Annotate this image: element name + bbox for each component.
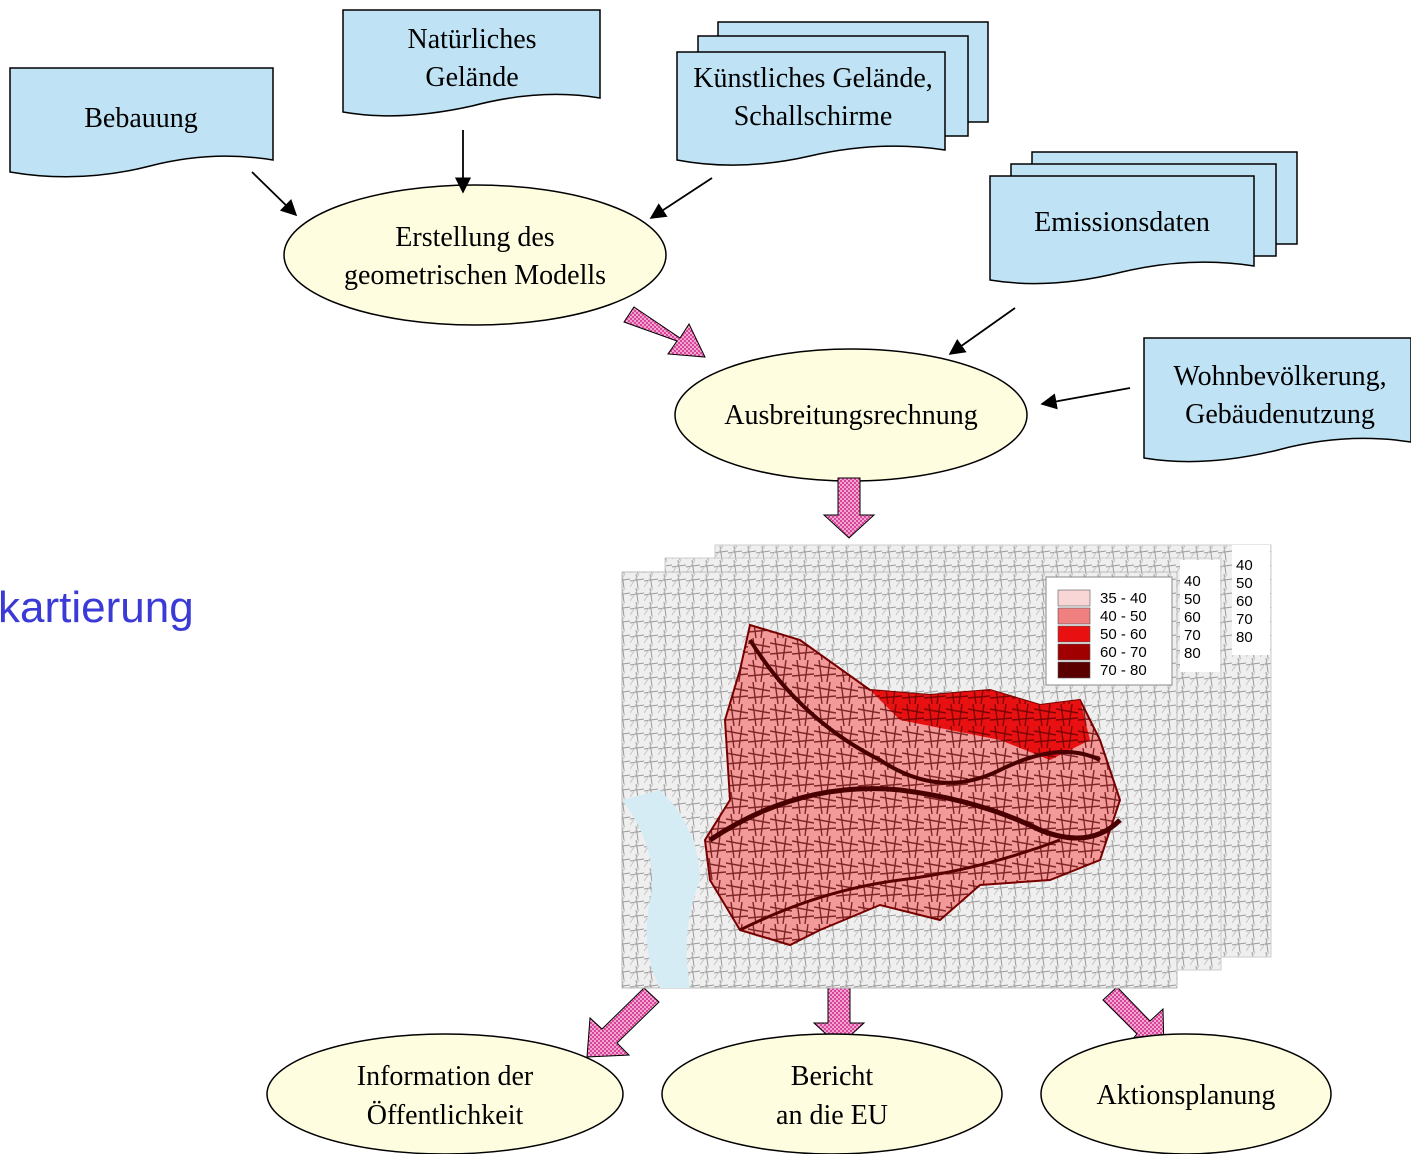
legend-label: 40 - 50 <box>1100 608 1147 625</box>
map-main-road <box>708 786 1122 843</box>
arrow-kuenstliches-to-erstellung <box>649 177 713 219</box>
page-title-fragment: kartierung <box>0 583 194 632</box>
output-label-line2: Öffentlichkeit <box>367 1100 524 1131</box>
document-label-line1: Künstliches Gelände, <box>693 63 933 94</box>
document-shape <box>676 51 946 166</box>
arrow-wohnbevoelkerung-to-ausbreitung <box>1040 387 1131 410</box>
legend-swatch <box>1057 589 1091 607</box>
document-label: Emissionsdaten <box>1034 207 1210 238</box>
map-legend-back-label: 70 <box>1236 611 1253 628</box>
legend-label: 35 - 40 <box>1100 590 1147 607</box>
process-label-line1: Erstellung des <box>395 222 554 253</box>
big-arrow-map-to-aktion <box>1102 986 1165 1052</box>
process-label-line2: geometrischen Modells <box>344 260 606 291</box>
legend-swatch <box>1057 625 1091 643</box>
big-arrow-map-to-information <box>586 987 660 1058</box>
output-label-line1: Bericht <box>791 1061 874 1092</box>
document-shape <box>989 175 1255 285</box>
output-information-oeffentlichkeit: Information der Öffentlichkeit <box>266 1033 624 1154</box>
document-label-line2: Gelände <box>425 62 518 93</box>
document-label-line2: Gebäudenutzung <box>1185 399 1375 430</box>
map-legend-middle-label: 50 <box>1184 591 1201 608</box>
map-legend-back-label: 60 <box>1236 593 1253 610</box>
map-legend-middle-box <box>1180 560 1220 672</box>
legend-swatch <box>1057 661 1091 679</box>
document-natuerliches-gelaende: Natürliches Gelände <box>342 9 601 117</box>
legend-label: 50 - 60 <box>1100 626 1147 643</box>
map-legend-middle-label: 70 <box>1184 627 1201 644</box>
document-bebauung: Bebauung <box>9 67 274 178</box>
map-legend-back-label: 50 <box>1236 575 1253 592</box>
big-arrow-erstellung-to-ausbreitung <box>623 306 706 358</box>
big-arrow-ausbreitung-to-map <box>822 477 876 539</box>
legend-swatch <box>1057 643 1091 661</box>
process-label: Ausbreitungsrechnung <box>724 400 978 431</box>
map-legend-back-label: 80 <box>1236 629 1253 646</box>
process-ausbreitungsrechnung: Ausbreitungsrechnung <box>674 348 1028 482</box>
output-label-line2: an die EU <box>776 1100 888 1131</box>
output-label-line1: Information der <box>357 1061 534 1092</box>
document-shape <box>342 9 601 117</box>
map-main-road <box>739 838 1061 932</box>
output-aktionsplanung: Aktionsplanung <box>1040 1033 1332 1154</box>
output-bericht-eu: Bericht an die EU <box>661 1033 1003 1154</box>
multi-document-emissionsdaten: Emissionsdaten <box>989 151 1298 285</box>
process-erstellung-modell: Erstellung des geometrischen Modells <box>283 184 667 326</box>
map-legend-middle-label: 40 <box>1184 573 1201 590</box>
map-legend-middle-label: 60 <box>1184 609 1201 626</box>
process-ellipse <box>283 184 667 326</box>
map-river <box>622 790 700 988</box>
document-wohnbevoelkerung: Wohnbevölkerung, Gebäudenutzung <box>1143 337 1411 463</box>
map-main-road <box>748 638 1101 785</box>
output-label: Aktionsplanung <box>1097 1080 1276 1111</box>
map-legend-back-box <box>1232 545 1270 655</box>
arrow-emissionsdaten-to-ausbreitung <box>948 307 1016 355</box>
document-shape <box>9 67 274 178</box>
document-label: Bebauung <box>84 103 198 134</box>
output-ellipse <box>661 1033 1003 1154</box>
document-shape <box>1143 337 1411 463</box>
document-label-line1: Natürliches <box>407 24 536 55</box>
map-noise-zone-streets <box>705 625 1120 945</box>
document-label-line2: Schallschirme <box>734 101 893 132</box>
legend-label: 60 - 70 <box>1100 644 1147 661</box>
map-legend: 35 - 40 40 - 50 50 - 60 60 - 70 70 - 80 <box>1045 576 1173 686</box>
legend-swatch <box>1057 607 1091 625</box>
map-legend-middle-label: 80 <box>1184 645 1201 662</box>
legend-label: 70 - 80 <box>1100 662 1147 679</box>
output-ellipse <box>1040 1033 1332 1154</box>
arrow-bebauung-to-erstellung <box>251 171 298 217</box>
multi-document-kuenstliches-gelaende: Künstliches Gelände, Schallschirme <box>676 21 989 166</box>
output-ellipse <box>266 1033 624 1154</box>
map-legend-back-label: 40 <box>1236 557 1253 574</box>
noise-map-stack: 40 50 60 70 80 40 50 60 70 80 35 - 40 40… <box>621 544 1272 989</box>
document-label-line1: Wohnbevölkerung, <box>1173 361 1386 392</box>
